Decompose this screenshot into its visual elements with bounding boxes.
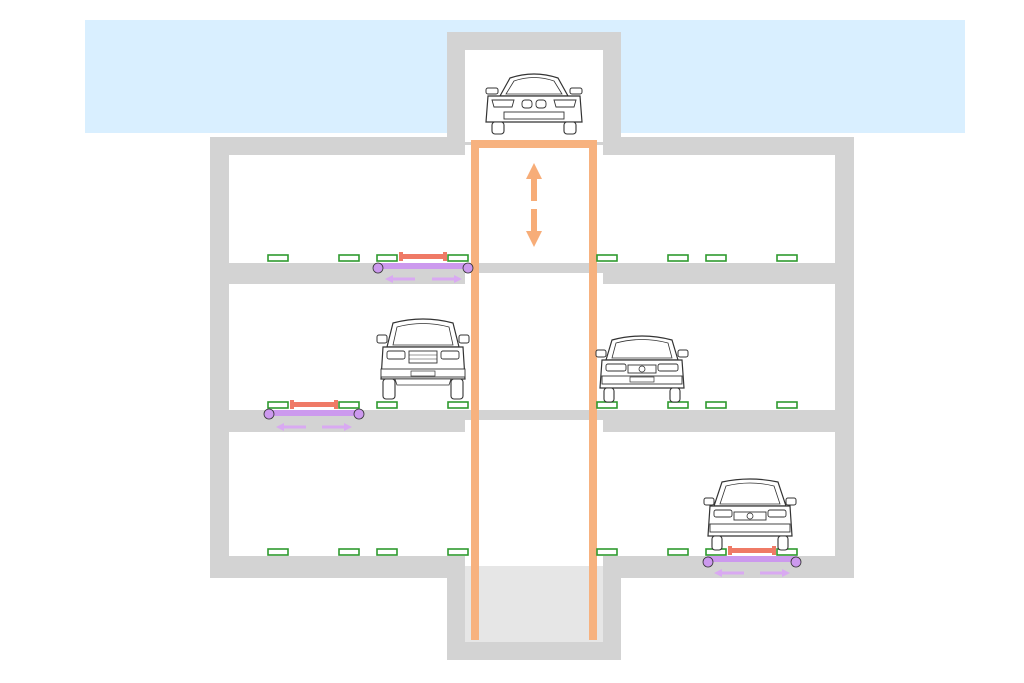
sensor-marker bbox=[447, 548, 469, 556]
carrier-level-1-left bbox=[372, 252, 474, 283]
sensor-marker bbox=[376, 401, 398, 409]
lift-direction-arrow bbox=[526, 163, 542, 247]
sensor-marker bbox=[267, 254, 289, 262]
sensor-marker bbox=[338, 254, 360, 262]
sensor-marker bbox=[667, 548, 689, 556]
sensor-marker bbox=[596, 548, 618, 556]
sensor-marker bbox=[705, 254, 727, 262]
sensor-marker bbox=[776, 401, 798, 409]
carrier-level-2-left bbox=[263, 400, 365, 431]
sensor-marker bbox=[705, 401, 727, 409]
sensor-marker bbox=[596, 254, 618, 262]
sensor-marker bbox=[447, 401, 469, 409]
sensor-marker bbox=[267, 548, 289, 556]
sensor-marker bbox=[338, 548, 360, 556]
lift-pit bbox=[465, 566, 603, 642]
sensor-marker bbox=[596, 401, 618, 409]
sensor-marker bbox=[447, 254, 469, 262]
sensor-group bbox=[267, 254, 798, 556]
sensor-marker bbox=[667, 254, 689, 262]
sensor-marker bbox=[338, 401, 360, 409]
sensor-marker bbox=[376, 254, 398, 262]
sensor-marker bbox=[776, 254, 798, 262]
sensor-marker bbox=[667, 401, 689, 409]
lift-shaft bbox=[471, 140, 597, 640]
sensor-marker bbox=[376, 548, 398, 556]
sensor-marker bbox=[267, 401, 289, 409]
carrier-level-3-right bbox=[702, 546, 802, 577]
